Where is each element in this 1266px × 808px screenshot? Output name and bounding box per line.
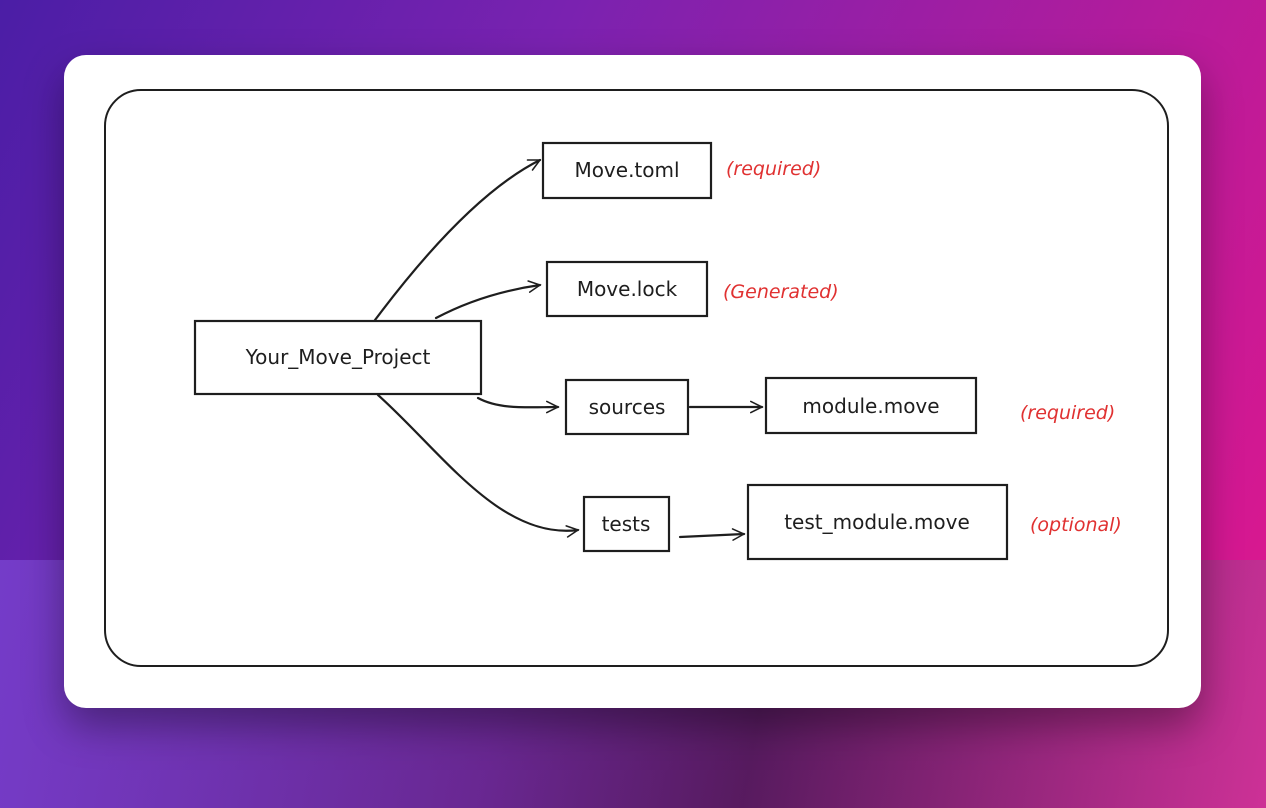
frame bbox=[104, 89, 1169, 667]
edge-root-move-lock bbox=[434, 285, 540, 320]
node-tests-label: tests bbox=[602, 512, 651, 536]
node-sources-box bbox=[564, 378, 690, 436]
node-test-module-move-label: test_module.move bbox=[784, 510, 970, 534]
node-move-lock-box bbox=[545, 260, 709, 318]
node-move-toml-box bbox=[541, 141, 713, 200]
edge-root-sources bbox=[476, 396, 558, 407]
node-sources-label: sources bbox=[589, 395, 666, 419]
node-root-box bbox=[193, 319, 483, 396]
node-move-toml-label: Move.toml bbox=[574, 158, 679, 182]
annotation-test-module-move: (optional) bbox=[1030, 514, 1122, 536]
node-move-lock-label: Move.lock bbox=[577, 277, 678, 301]
edge-root-move-toml bbox=[373, 158, 540, 322]
edge-root-tests bbox=[376, 393, 578, 531]
node-test-module-move-box bbox=[746, 483, 1009, 561]
annotation-move-lock: (Generated) bbox=[723, 281, 839, 303]
node-module-move-label: module.move bbox=[802, 394, 939, 418]
diagram-card bbox=[64, 55, 1201, 708]
node-module-move-box bbox=[764, 376, 978, 435]
node-tests-box bbox=[582, 495, 671, 553]
edge-tests-test-module bbox=[678, 534, 744, 537]
node-root-label: Your_Move_Project bbox=[245, 345, 431, 369]
annotation-move-toml: (required) bbox=[726, 158, 821, 180]
annotation-module-move: (required) bbox=[1020, 402, 1115, 424]
